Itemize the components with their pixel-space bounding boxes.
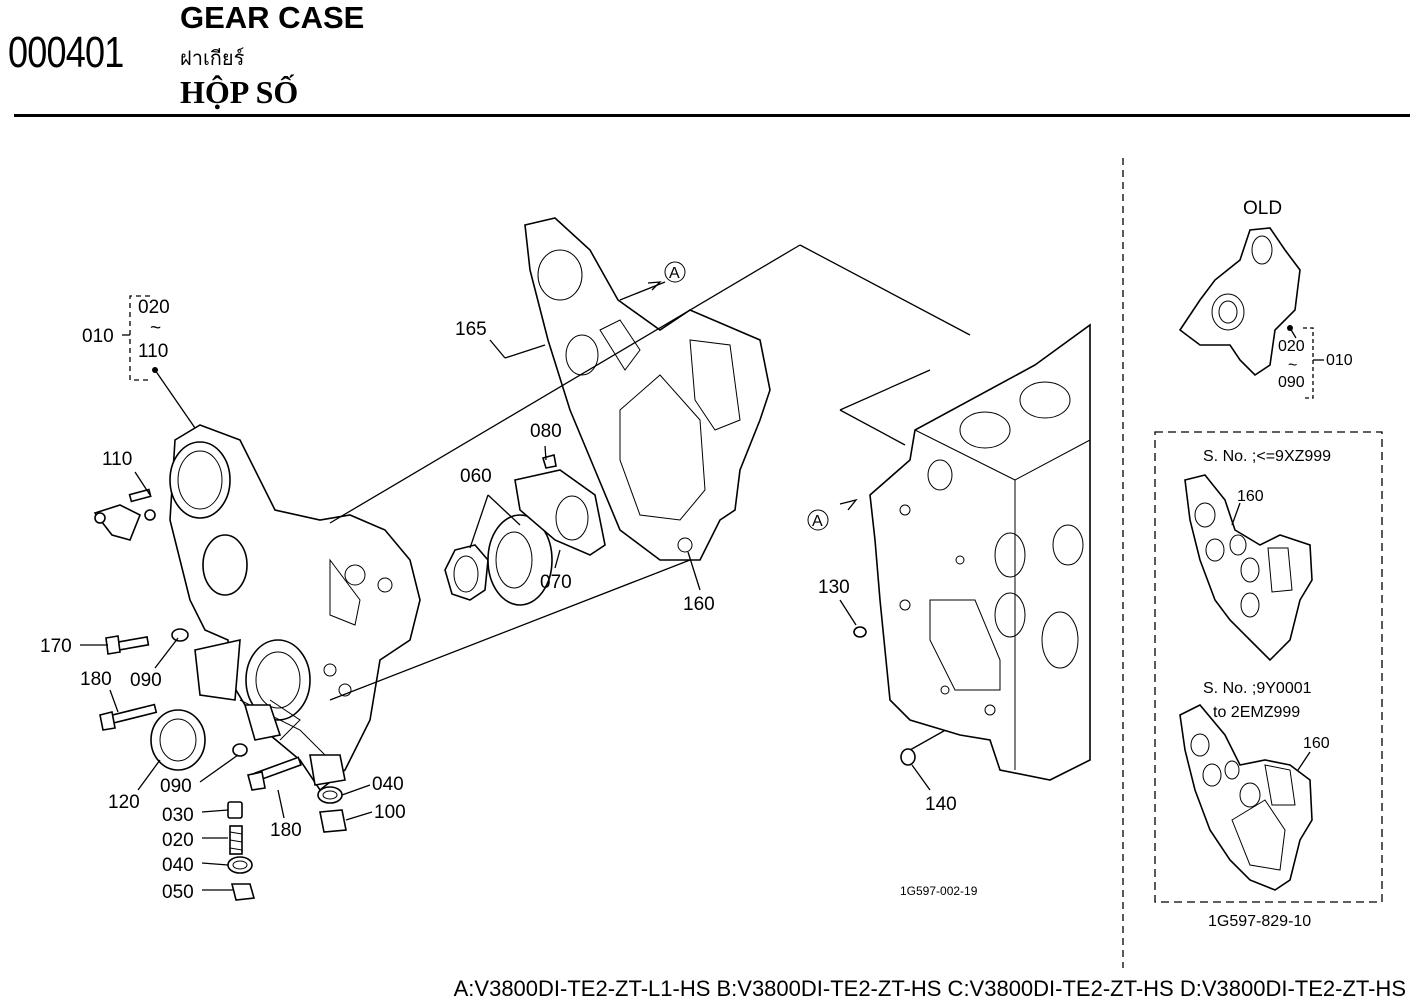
gasket-variant-2-illustration[interactable]: [1179, 704, 1313, 891]
leader-lines: [80, 244, 991, 891]
callout-range-sep: ~: [150, 318, 161, 339]
serial-range-2-line1: S. No. ;9Y0001: [1203, 680, 1312, 697]
callout-020: 020: [162, 830, 194, 851]
page-title-vi: HỘP SỐ: [180, 74, 299, 110]
page-title-th: ฝาเกียร์: [180, 48, 245, 70]
old-gear-case-illustration[interactable]: [1178, 227, 1324, 399]
callout-010: 010: [82, 326, 114, 347]
reference-a-1: A: [669, 265, 680, 282]
reference-a-2: A: [812, 513, 823, 530]
old-panel-title: OLD: [1243, 198, 1282, 219]
engine-block-illustration[interactable]: [869, 323, 1091, 781]
old-callout-020: 020: [1278, 338, 1305, 355]
gasket-variant-1-illustration[interactable]: [1184, 474, 1313, 662]
gasket-plate[interactable]: [524, 217, 771, 561]
callout-165: 165: [455, 319, 487, 340]
reference-a-circle-1: [664, 261, 686, 283]
drawing-code-main: 1G597-002-19: [900, 884, 978, 898]
callout-090-b: 090: [160, 776, 192, 797]
callout-170: 170: [40, 636, 72, 657]
old-callout-090: 090: [1278, 374, 1305, 391]
page-code: 000401: [8, 28, 124, 77]
callout-060: 060: [460, 466, 492, 487]
callout-040-a: 040: [162, 855, 194, 876]
callout-110-range: 110: [138, 341, 168, 362]
callout-070: 070: [540, 572, 572, 593]
model-applicability-footer: A:V3800DI-TE2-ZT-L1-HS B:V3800DI-TE2-ZT-…: [453, 976, 1406, 1001]
reference-a-circle-2: [807, 509, 829, 531]
callout-180-b: 180: [270, 820, 302, 841]
serial-range-1: S. No. ;<=9XZ999: [1203, 448, 1331, 465]
callout-120: 120: [108, 792, 140, 813]
old-callout-010: 010: [1326, 352, 1353, 369]
callout-040-b: 040: [372, 774, 404, 795]
callout-100: 100: [374, 802, 406, 823]
serial-range-2-line2: to 2EMZ999: [1213, 704, 1300, 721]
callout-020-range: 020: [138, 297, 170, 318]
serial-number-panel: [1154, 431, 1383, 903]
callout-080: 080: [530, 421, 562, 442]
callout-180-a: 180: [80, 669, 112, 690]
o-ring-130[interactable]: [853, 626, 867, 638]
callout-160: 160: [683, 594, 715, 615]
callout-110: 110: [102, 449, 132, 470]
callout-140: 140: [925, 794, 957, 815]
page-title-en: GEAR CASE: [180, 0, 365, 35]
header-rule: [14, 114, 1410, 117]
callout-090-a: 090: [130, 670, 162, 691]
drawing-code-variant: 1G597-829-10: [1208, 913, 1311, 930]
old-callout-sep: ~: [1288, 357, 1297, 374]
small-parts-left[interactable]: [93, 488, 347, 901]
gear-case-illustration[interactable]: [169, 424, 421, 792]
sn-callout-160-a: 160: [1237, 488, 1264, 505]
callout-130: 130: [818, 577, 850, 598]
callout-050: 050: [162, 882, 194, 903]
o-ring-140[interactable]: [900, 748, 916, 766]
sn-callout-160-b: 160: [1303, 735, 1330, 752]
callout-030: 030: [162, 805, 194, 826]
oil-pump-parts[interactable]: [444, 453, 606, 606]
